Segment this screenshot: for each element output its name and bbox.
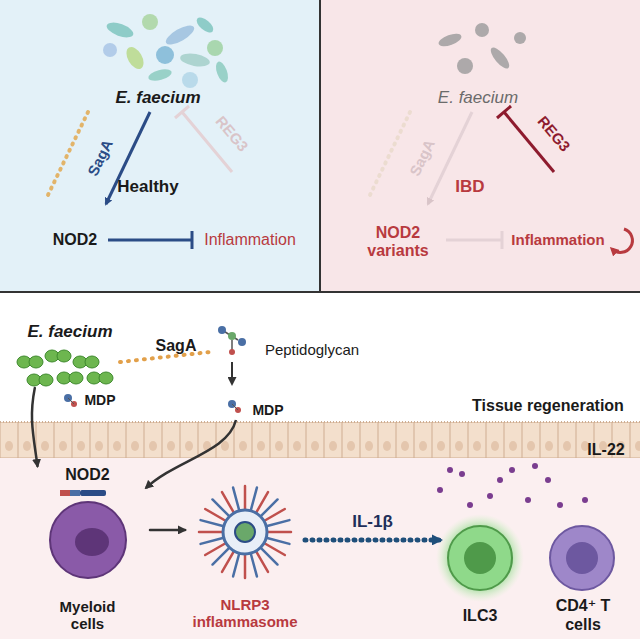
cytokine-label: IL-22 (576, 441, 636, 459)
cell-label: CD4⁺ T cells (547, 597, 619, 634)
molecule-label: MDP (75, 392, 125, 408)
inflammasome: NLRP3 inflammasome (185, 480, 305, 630)
ilc3-cell: ILC3 (440, 510, 520, 625)
complex-label: NLRP3 inflammasome (185, 596, 305, 631)
receptor-label: NOD2 variants (356, 224, 440, 261)
receptor-label: NOD2 (25, 466, 150, 484)
arrow (150, 529, 185, 532)
bacteria-cluster: E. faecium (15, 322, 125, 388)
arrow (32, 388, 38, 466)
molecule-label: MDP (243, 402, 293, 418)
species-name: E. faecium (88, 88, 228, 108)
myeloid-cell: NOD2Myeloid cells (25, 466, 150, 632)
cytokine-label: IL-1β (352, 512, 393, 532)
t-cell: CD4⁺ T cells (538, 510, 628, 634)
species-name: E. faecium (408, 88, 548, 108)
cytokine-arrow (305, 537, 440, 542)
cell-label: ILC3 (440, 607, 520, 625)
state-label: IBD (430, 177, 510, 197)
species-name: E. faecium (15, 322, 125, 342)
outcome-label: Inflammation (195, 231, 305, 249)
outcome-label: Inflammation (506, 231, 610, 248)
molecule-label: Peptidoglycan (257, 341, 367, 358)
receptor-label: NOD2 (40, 231, 110, 249)
state-label: Healthy (98, 177, 198, 197)
cell-label: Myeloid cells (43, 598, 133, 633)
protein-label: SagA (141, 337, 211, 355)
process-label: Tissue regeneration (460, 397, 636, 415)
